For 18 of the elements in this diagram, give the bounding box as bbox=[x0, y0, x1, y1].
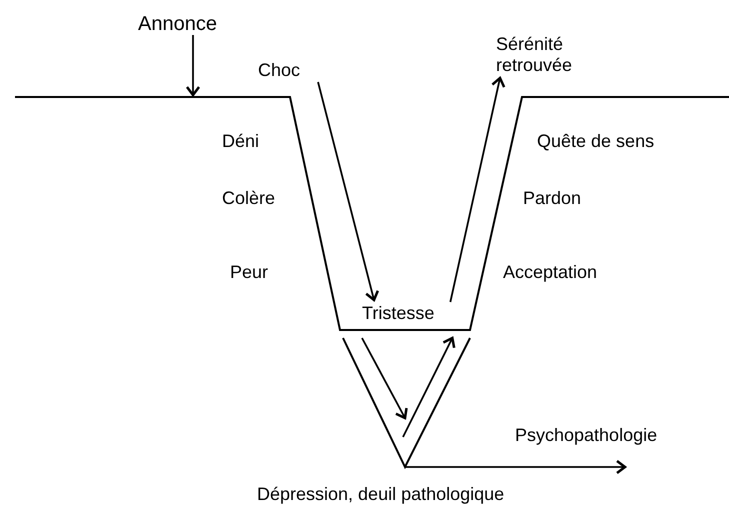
arrow bbox=[317, 82, 380, 302]
arrow bbox=[449, 76, 506, 302]
arrow bbox=[361, 338, 408, 420]
phase-label: Déni bbox=[222, 131, 260, 152]
arrow bbox=[405, 460, 626, 474]
stage-label: Annonce bbox=[138, 14, 217, 35]
phase-label: Colère bbox=[222, 188, 276, 209]
phase-label: Pardon bbox=[523, 188, 582, 209]
stage-label: Tristesse bbox=[362, 303, 434, 324]
phase-label: Peur bbox=[230, 262, 268, 283]
stage-label: Sérénité retrouvée bbox=[496, 34, 606, 76]
stage-label: Dépression, deuil pathologique bbox=[257, 484, 504, 505]
phase-label: Quête de sens bbox=[537, 131, 654, 152]
arrow bbox=[186, 35, 200, 96]
stage-label: Choc bbox=[258, 60, 300, 81]
stage-label: Psychopathologie bbox=[515, 425, 658, 446]
arrow bbox=[402, 336, 456, 438]
phase-label: Acceptation bbox=[503, 262, 598, 283]
